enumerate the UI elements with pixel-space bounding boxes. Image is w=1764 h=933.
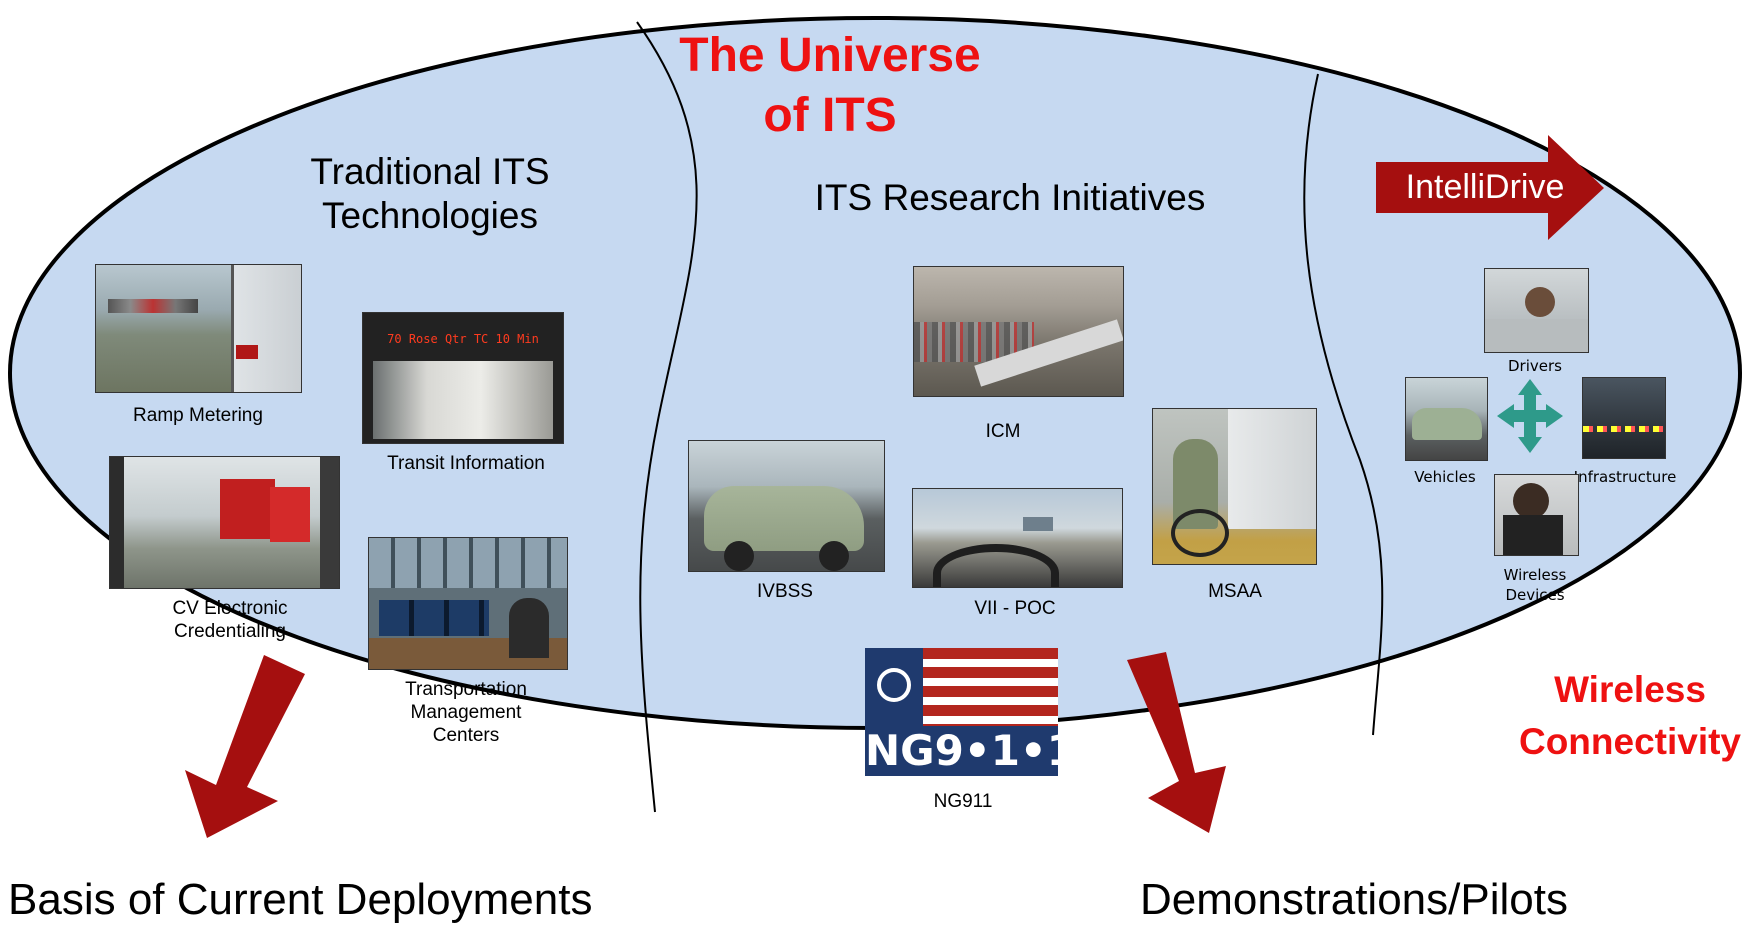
vehicles-label: Vehicles (1414, 468, 1476, 486)
transit-sign-display: 70 Rose Qtr TC 10 Min (387, 332, 539, 346)
infrastructure-photo (1582, 377, 1666, 459)
tmc-label: Transportation Management Centers (366, 678, 566, 747)
basis-of-current-deployments: Basis of Current Deployments (8, 875, 593, 924)
ng911-label: NG911 (933, 791, 993, 812)
down-arrow-right-icon (1127, 652, 1226, 833)
diagram-title: The Universe of ITS (650, 26, 1010, 146)
transit-info-label: Transit Information (387, 453, 545, 474)
tmc-photo (368, 537, 568, 670)
vii-poc-photo (912, 488, 1123, 588)
traditional-heading: Traditional ITS Technologies (260, 150, 600, 238)
transit-info-photo: 70 Rose Qtr TC 10 Min (362, 312, 564, 444)
vehicles-photo (1405, 377, 1488, 461)
down-arrow-left-icon (185, 655, 305, 838)
traditional-heading-line2: Technologies (322, 195, 538, 236)
divider-right (1303, 73, 1384, 736)
intellidrive-banner-label: IntelliDrive (1405, 168, 1565, 206)
wireless-devices-label: Wireless Devices (1485, 565, 1585, 605)
wireless-connectivity-line1: Wireless (1554, 669, 1706, 710)
title-line1: The Universe (679, 29, 981, 82)
msaa-label: MSAA (1208, 581, 1262, 602)
wireless-devices-line1: Wireless (1503, 566, 1567, 584)
ivbss-label: IVBSS (757, 581, 813, 602)
icm-label: ICM (985, 421, 1021, 442)
four-way-arrow-icon (1497, 379, 1563, 453)
ng911-logo-text: NG9•1•1 (865, 726, 1058, 776)
ivbss-photo (688, 440, 885, 572)
ramp-metering-label: Ramp Metering (133, 405, 263, 426)
vii-poc-label: VII - POC (974, 598, 1056, 619)
wireless-devices-line2: Devices (1505, 586, 1565, 604)
wireless-devices-photo (1494, 474, 1579, 556)
drivers-label: Drivers (1508, 357, 1562, 375)
wireless-connectivity: Wireless Connectivity (1500, 664, 1760, 768)
tmc-label-line2: Management (410, 702, 522, 723)
tmc-label-line3: Centers (432, 725, 500, 746)
dot-emblem-icon (877, 668, 911, 702)
right-arrow-intellidrive-icon (1376, 135, 1604, 240)
ramp-metering-photo (95, 264, 302, 393)
research-heading: ITS Research Initiatives (814, 177, 1206, 218)
tmc-label-line1: Transportation (405, 679, 527, 700)
icm-photo (913, 266, 1124, 397)
drivers-photo (1484, 268, 1589, 353)
divider-left (636, 21, 698, 813)
traditional-heading-line1: Traditional ITS (310, 151, 550, 192)
cv-label-line2: Credentialing (174, 621, 286, 642)
msaa-photo (1152, 408, 1317, 565)
cv-credentialing-label: CV Electronic Credentialing (130, 597, 330, 643)
cv-credentialing-photo (109, 456, 340, 589)
cv-label-line1: CV Electronic (172, 598, 288, 619)
wireless-connectivity-line2: Connectivity (1518, 721, 1742, 762)
ng911-logo: NG9•1•1 (865, 648, 1058, 776)
infrastructure-label: Infrastructure (1573, 468, 1677, 486)
title-line2: of ITS (763, 89, 897, 142)
demonstrations-pilots: Demonstrations/Pilots (1140, 875, 1568, 924)
